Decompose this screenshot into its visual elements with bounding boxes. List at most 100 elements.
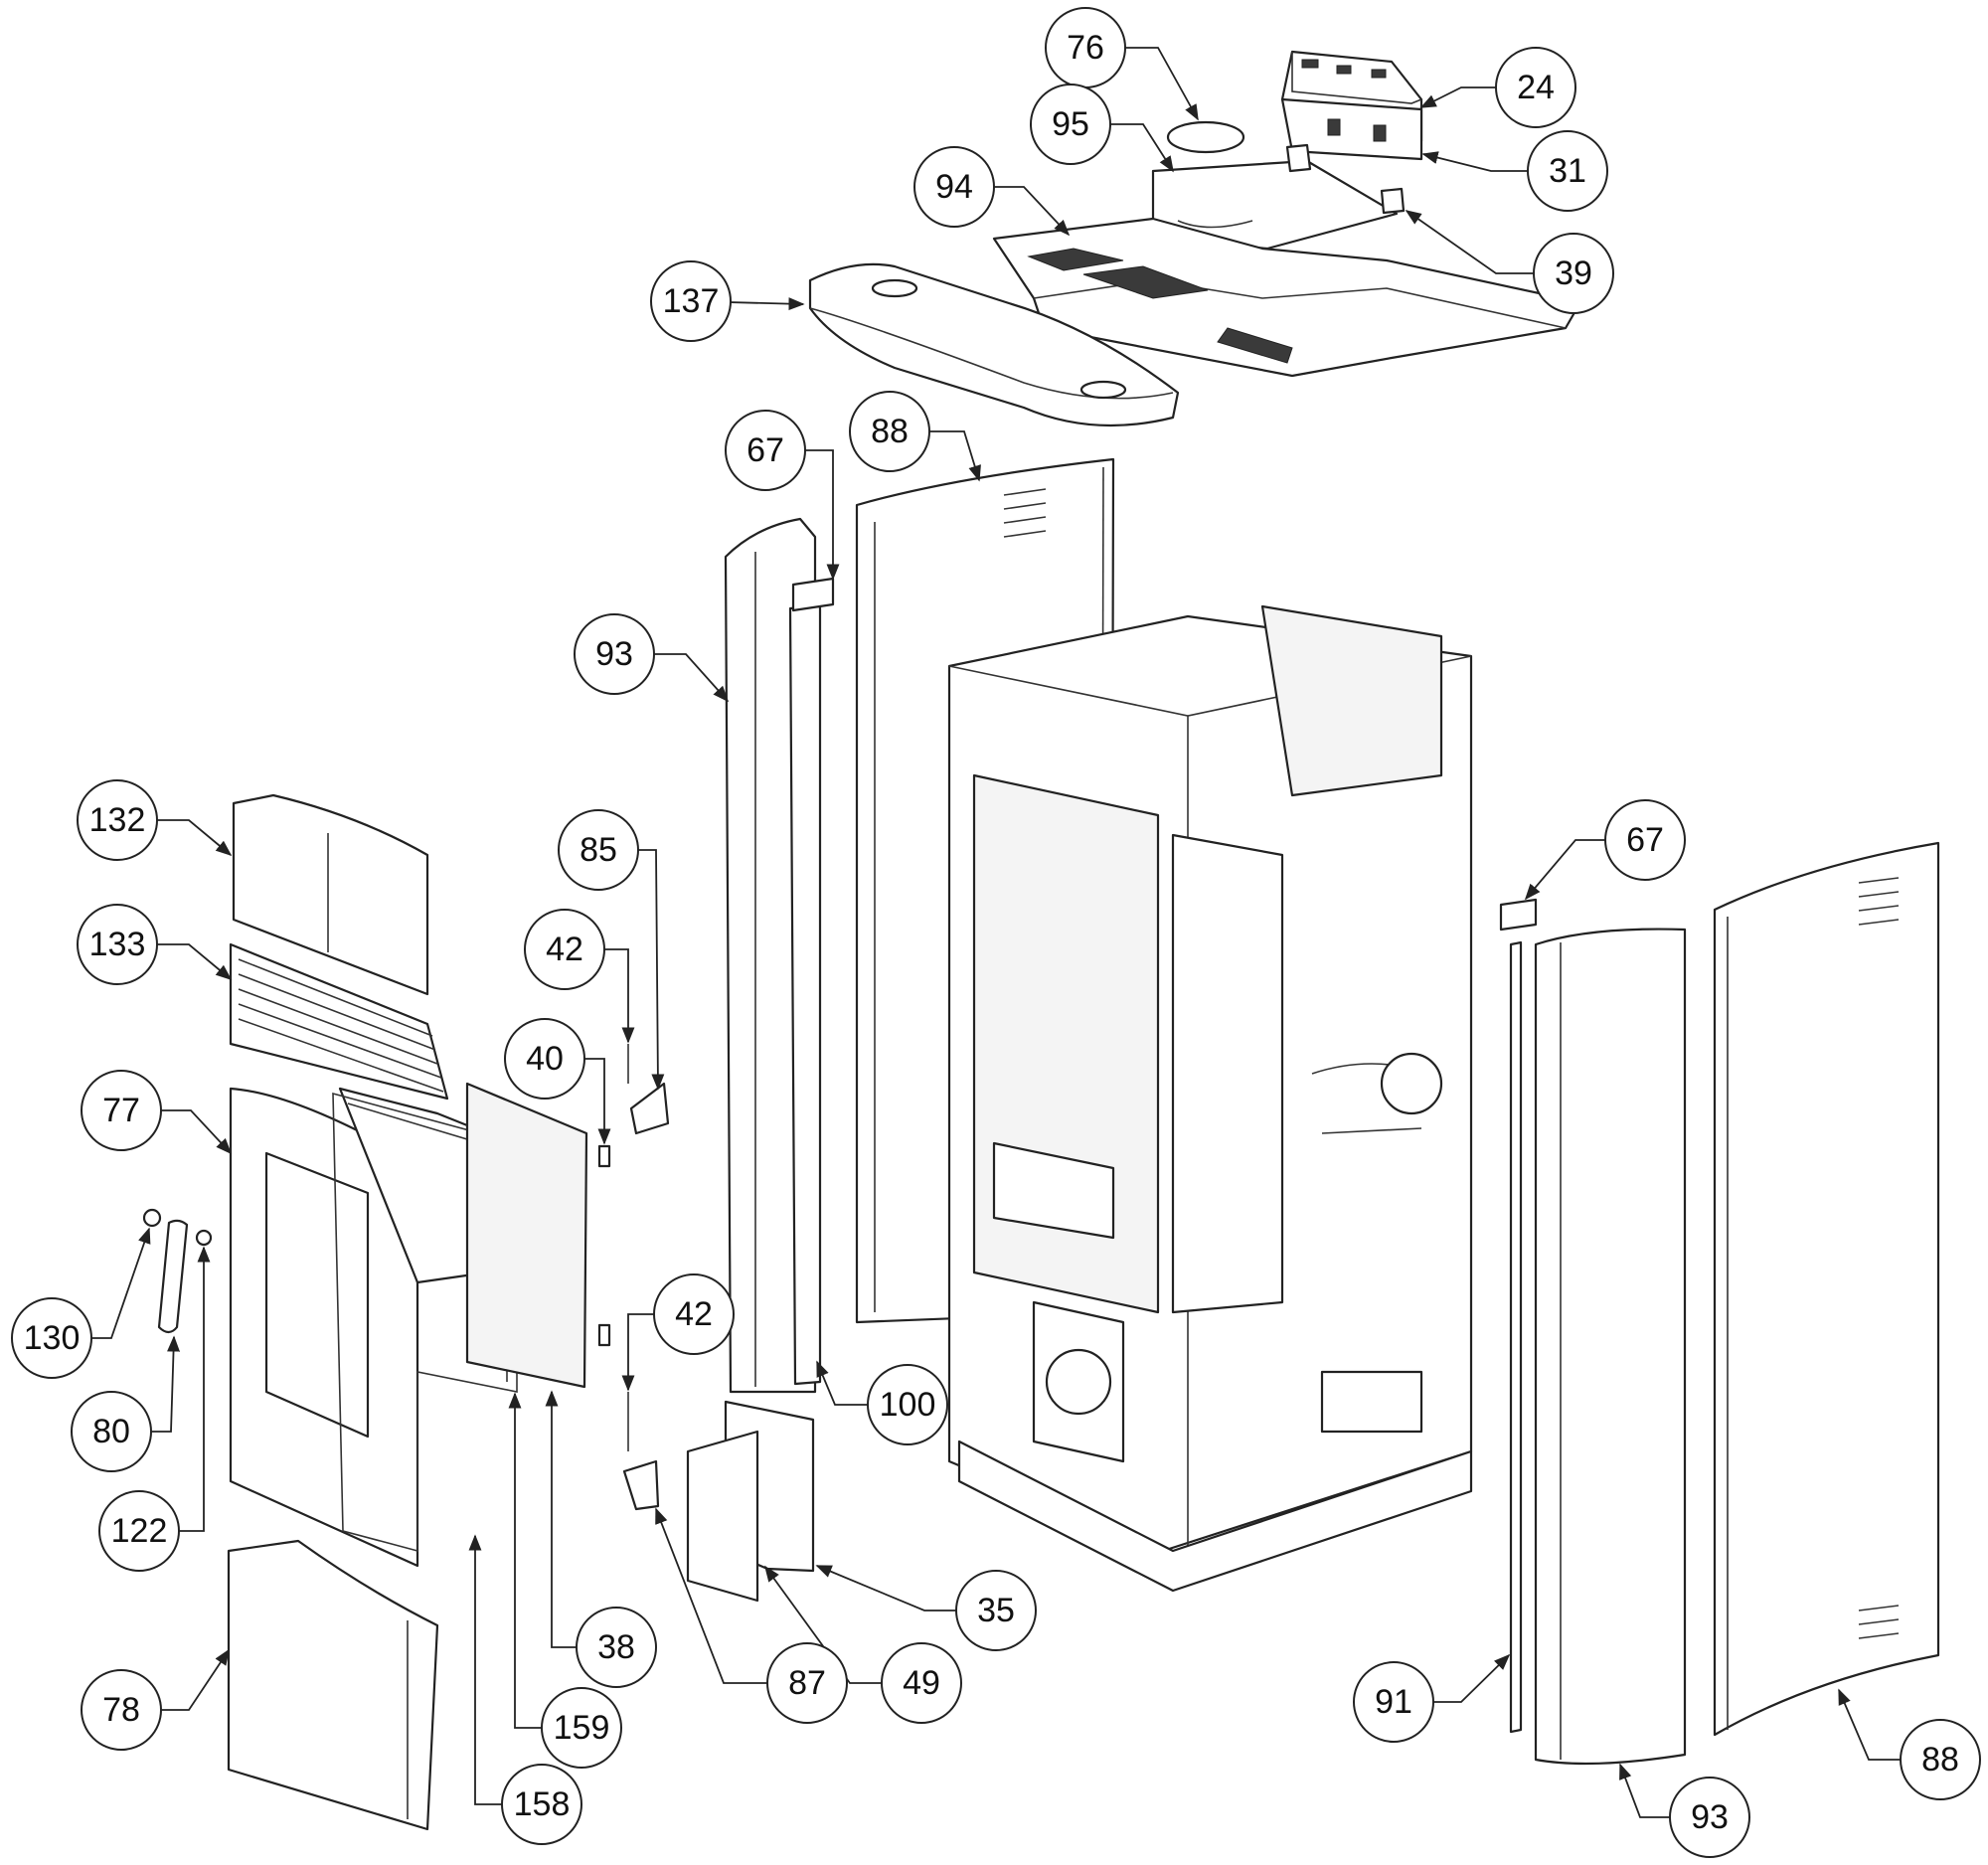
leader-49 — [764, 1565, 882, 1684]
callout-93b-text: 93 — [1691, 1798, 1729, 1836]
callout-100-text: 100 — [880, 1386, 936, 1424]
callout-67a: 67 — [725, 410, 806, 491]
callout-77: 77 — [81, 1070, 162, 1151]
leader-94 — [994, 186, 1071, 237]
callout-91: 91 — [1353, 1661, 1434, 1743]
callout-67a-text: 67 — [746, 431, 784, 469]
callout-31-text: 31 — [1549, 152, 1586, 190]
part-front-top-cover — [808, 262, 1180, 427]
leader-95 — [1110, 123, 1174, 173]
callout-93a: 93 — [574, 613, 655, 695]
callout-42b-text: 42 — [675, 1295, 713, 1333]
callout-24: 24 — [1495, 47, 1576, 128]
callout-85: 85 — [558, 809, 639, 891]
leader-91 — [1433, 1653, 1511, 1703]
callout-38: 38 — [576, 1607, 657, 1688]
callout-80-text: 80 — [92, 1413, 130, 1450]
leader-35 — [815, 1565, 956, 1611]
callout-87-text: 87 — [788, 1664, 826, 1702]
callout-87: 87 — [766, 1642, 848, 1724]
callout-133-text: 133 — [89, 926, 146, 963]
leader-31 — [1421, 151, 1528, 172]
part-inspection-hatch — [686, 1400, 815, 1603]
callout-67b-text: 67 — [1626, 821, 1664, 859]
leader-100 — [816, 1360, 868, 1406]
callout-130-text: 130 — [24, 1319, 81, 1357]
part-upper-grille — [232, 793, 429, 996]
leader-88b — [1838, 1688, 1901, 1761]
callout-137-text: 137 — [663, 282, 720, 320]
part-side-column-left — [724, 517, 835, 1394]
leader-76 — [1125, 47, 1199, 121]
part-thin-strip-right — [1509, 940, 1523, 1734]
callout-24-text: 24 — [1517, 69, 1555, 106]
callout-39-text: 39 — [1555, 254, 1592, 292]
leader-67a — [800, 449, 840, 581]
callout-40: 40 — [504, 1018, 585, 1100]
part-round-cover — [1166, 120, 1245, 154]
callout-42a: 42 — [524, 909, 605, 990]
callout-95: 95 — [1030, 84, 1111, 165]
leader-122 — [179, 1246, 211, 1532]
callout-77-text: 77 — [102, 1092, 140, 1129]
part-small-fittings — [597, 1044, 670, 1511]
part-side-column-right — [1534, 928, 1687, 1766]
leader-88a — [929, 430, 981, 482]
callout-38-text: 38 — [597, 1628, 635, 1666]
callout-91-text: 91 — [1375, 1683, 1412, 1721]
part-glass-panel — [465, 1082, 588, 1389]
part-side-panel-right — [1713, 841, 1940, 1737]
leader-38 — [545, 1390, 577, 1648]
leader-93b — [1619, 1763, 1670, 1818]
callout-labels: 76 24 95 31 94 39 137 67 88 93 132 85 67… — [11, 7, 1981, 1858]
callout-49: 49 — [881, 1642, 962, 1724]
callout-31: 31 — [1527, 130, 1608, 212]
part-bracket-right — [1499, 898, 1538, 932]
callout-42a-text: 42 — [546, 931, 583, 968]
leader-80 — [151, 1335, 181, 1433]
callout-49-text: 49 — [903, 1664, 940, 1702]
leader-39 — [1405, 210, 1534, 274]
leader-130 — [91, 1227, 151, 1339]
callout-88b-text: 88 — [1921, 1741, 1959, 1779]
callout-137: 137 — [650, 260, 732, 342]
callout-94: 94 — [913, 146, 995, 228]
leader-158 — [468, 1534, 542, 1805]
callout-35: 35 — [955, 1570, 1037, 1651]
part-main-body — [947, 604, 1473, 1593]
leader-159 — [508, 1392, 542, 1729]
callout-67b: 67 — [1604, 799, 1686, 881]
callout-133: 133 — [77, 904, 158, 985]
part-louvre-grille — [229, 942, 449, 1101]
parts-drawings — [142, 50, 1940, 1831]
callout-88a-text: 88 — [871, 413, 909, 450]
callout-78: 78 — [81, 1669, 162, 1751]
callout-130: 130 — [11, 1297, 92, 1379]
callout-132-text: 132 — [89, 801, 146, 839]
callout-76-text: 76 — [1067, 29, 1104, 67]
callout-158-text: 158 — [514, 1785, 571, 1823]
leader-133 — [157, 943, 233, 981]
callout-122: 122 — [98, 1490, 180, 1572]
callout-40-text: 40 — [526, 1040, 564, 1078]
part-door-frame — [229, 1087, 419, 1568]
leader-42b — [621, 1313, 656, 1392]
leader-67b — [1524, 839, 1605, 901]
callout-158: 158 — [501, 1764, 582, 1845]
callout-80: 80 — [71, 1391, 152, 1472]
part-control-panel — [1280, 50, 1423, 161]
leader-87 — [655, 1507, 767, 1684]
callout-132: 132 — [77, 779, 158, 861]
callout-93b: 93 — [1669, 1777, 1750, 1858]
callout-93a-text: 93 — [595, 635, 633, 673]
leader-77 — [161, 1109, 233, 1155]
part-handle-parts — [142, 1208, 213, 1334]
callout-159-text: 159 — [554, 1709, 610, 1747]
callout-78-text: 78 — [102, 1691, 140, 1729]
leader-93a — [654, 653, 730, 703]
callout-95-text: 95 — [1052, 105, 1089, 143]
part-lower-door — [227, 1539, 439, 1831]
leader-78 — [161, 1648, 230, 1711]
callout-35-text: 35 — [977, 1592, 1015, 1629]
